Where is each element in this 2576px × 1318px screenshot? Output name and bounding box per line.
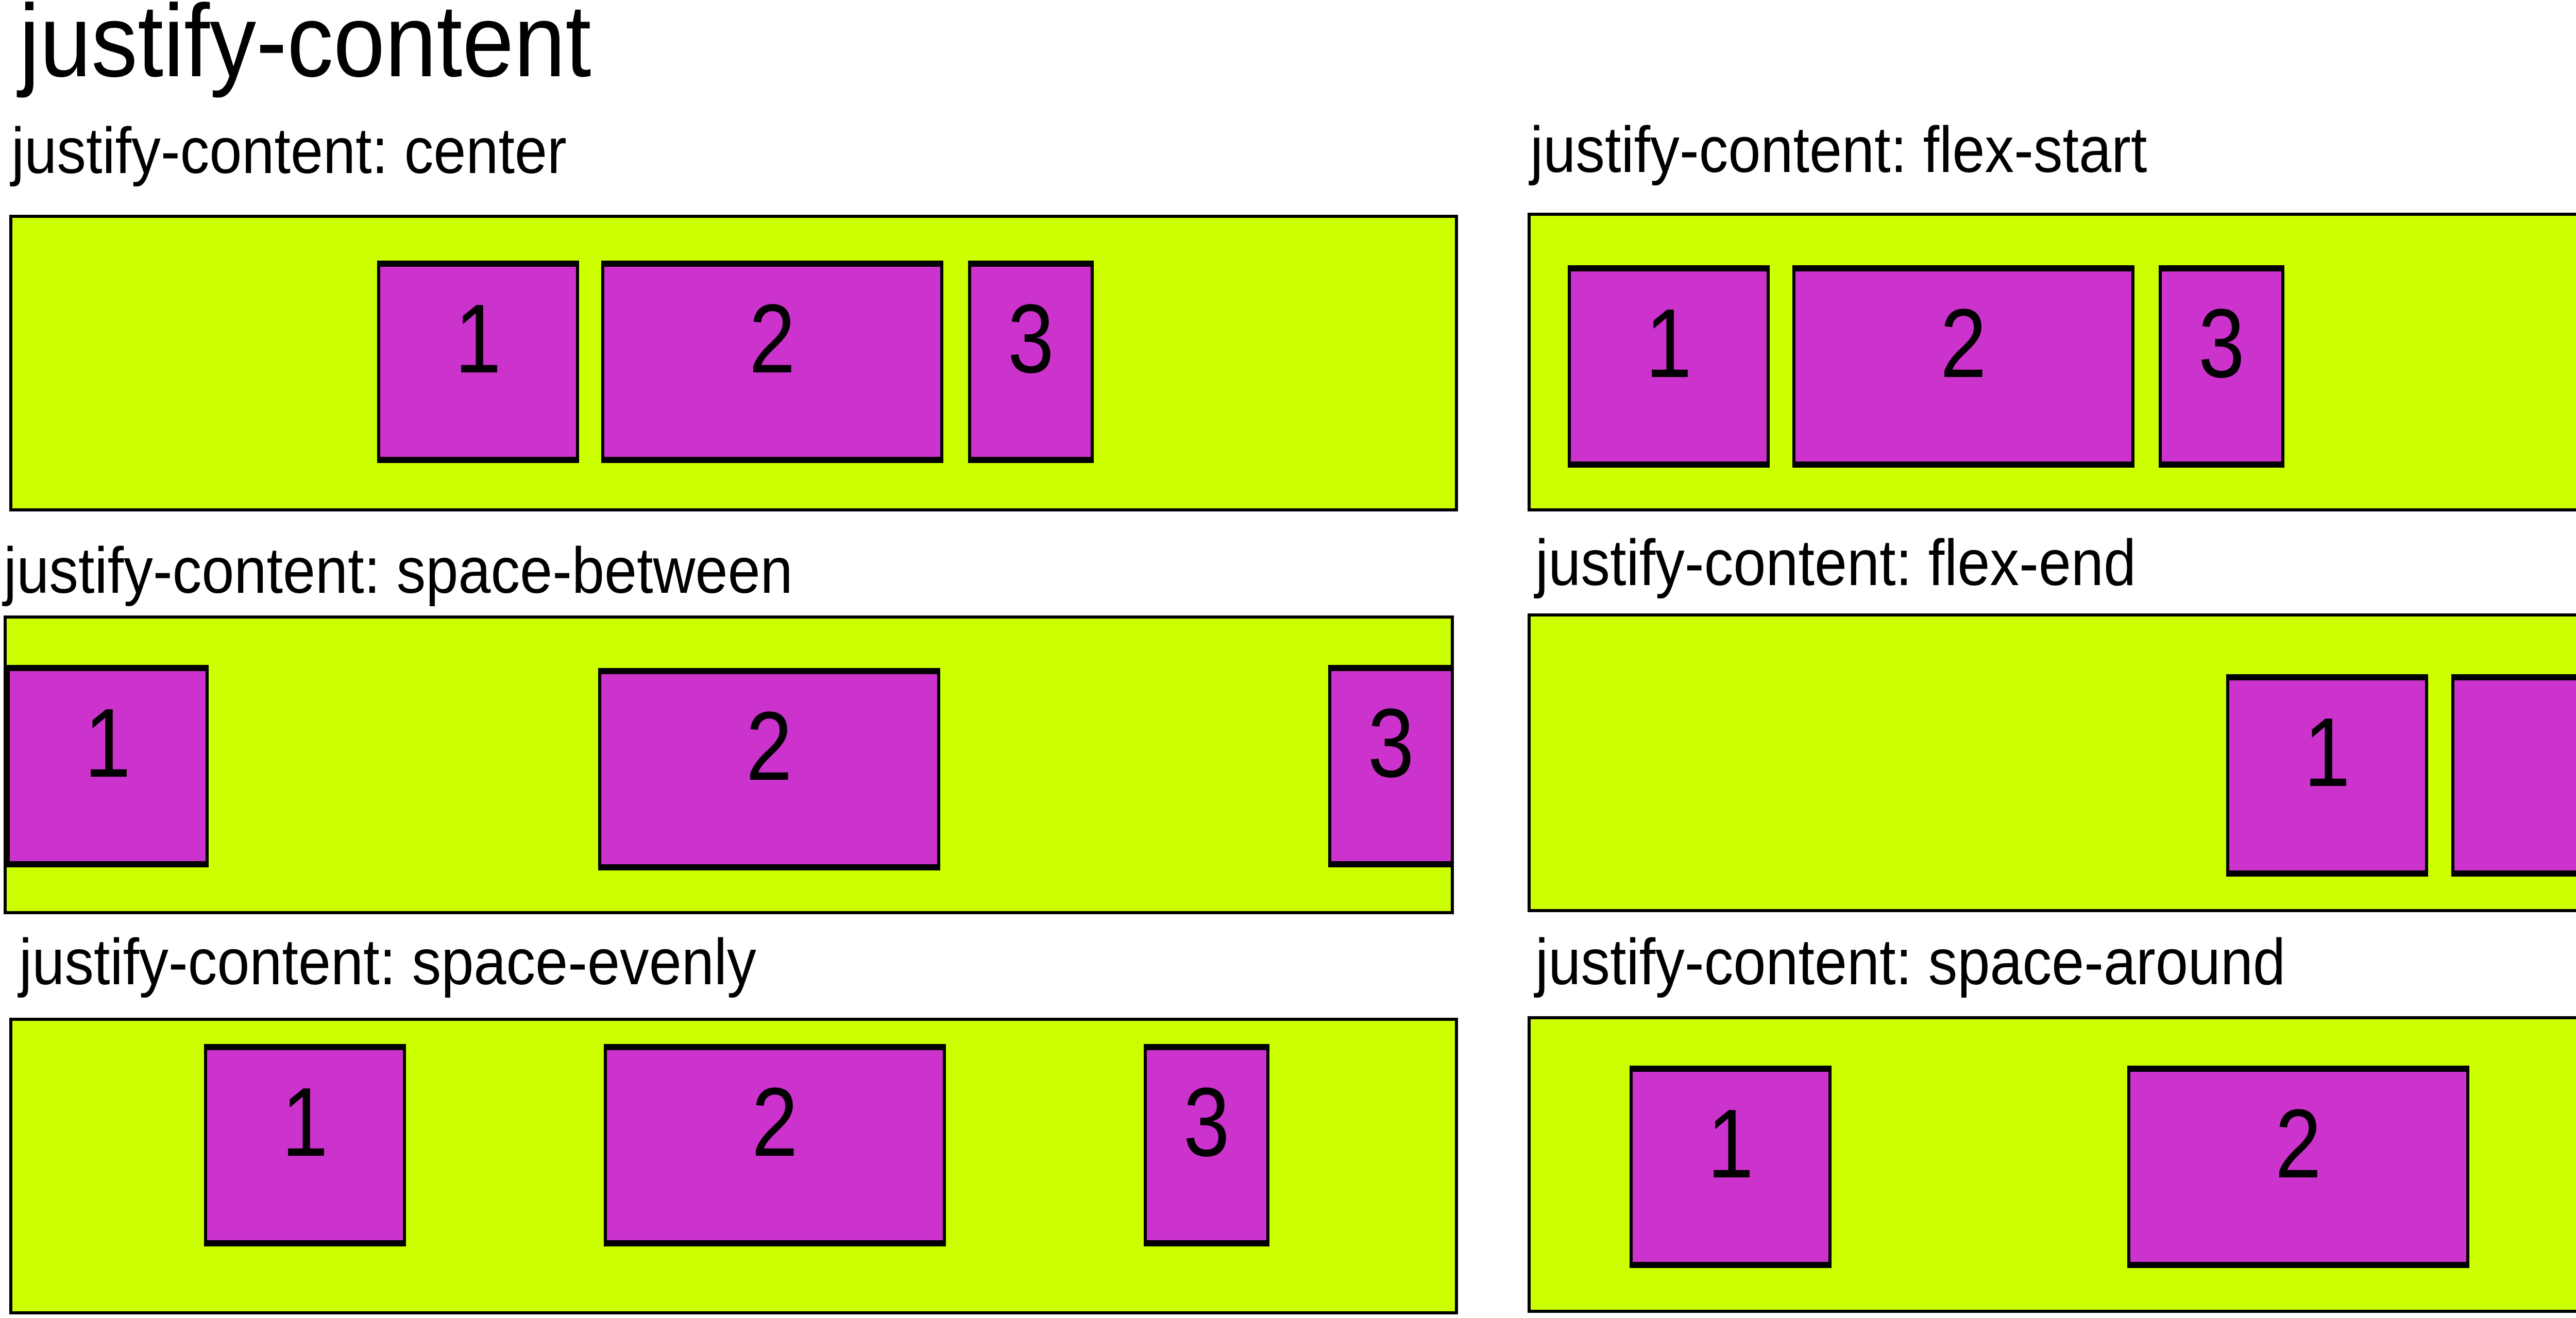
flex-item-2: 2 xyxy=(604,1044,946,1246)
item-number: 2 xyxy=(749,284,795,393)
panel-label-space-around: justify-content: space-around xyxy=(1535,926,2286,998)
item-number: 3 xyxy=(1183,1068,1230,1177)
container-center: 1 2 3 xyxy=(9,215,1458,511)
item-number: 2 xyxy=(752,1068,798,1177)
flex-item-3: 3 xyxy=(1328,665,1454,867)
container-flex-end: 1 2 3 xyxy=(1528,613,2576,912)
panel-label-space-evenly: justify-content: space-evenly xyxy=(19,926,756,998)
panel-label-flex-end: justify-content: flex-end xyxy=(1535,526,2137,599)
flex-item-2: 2 xyxy=(2127,1066,2469,1268)
flex-item-2: 2 xyxy=(1792,265,2134,468)
container-flex-start: 1 2 3 xyxy=(1528,213,2576,511)
item-number: 3 xyxy=(2198,289,2245,398)
item-number: 3 xyxy=(1368,689,1414,798)
flex-item-1: 1 xyxy=(2226,674,2428,877)
container-space-around: 1 2 3 xyxy=(1528,1016,2576,1313)
flex-item-2: 2 xyxy=(601,261,943,463)
flex-item-2: 2 xyxy=(2451,674,2576,877)
item-number: 1 xyxy=(455,284,501,393)
item-number: 1 xyxy=(1707,1089,1754,1199)
flex-item-2: 2 xyxy=(598,668,940,870)
item-number: 2 xyxy=(2275,1089,2321,1199)
item-number: 1 xyxy=(1646,289,1692,398)
container-space-evenly: 1 2 3 xyxy=(9,1018,1458,1314)
flex-item-3: 3 xyxy=(1144,1044,1269,1246)
panel-label-center: justify-content: center xyxy=(11,114,567,187)
item-number: 3 xyxy=(1008,284,1054,393)
flex-item-1: 1 xyxy=(1568,265,1770,468)
container-space-between: 1 2 3 xyxy=(4,615,1454,914)
item-number: 1 xyxy=(84,689,131,798)
flex-item-1: 1 xyxy=(7,665,209,867)
item-number: 1 xyxy=(282,1068,328,1177)
panel-label-space-between: justify-content: space-between xyxy=(4,534,793,607)
flex-item-3: 3 xyxy=(968,261,1094,463)
item-number: 2 xyxy=(1940,289,1987,398)
item-number: 1 xyxy=(2304,698,2350,807)
item-number: 2 xyxy=(746,692,792,801)
page-title: justify-content xyxy=(19,0,591,98)
panel-label-flex-start: justify-content: flex-start xyxy=(1530,113,2147,186)
flex-item-1: 1 xyxy=(1630,1066,1832,1268)
flex-item-3: 3 xyxy=(2159,265,2284,468)
flex-item-1: 1 xyxy=(377,261,579,463)
flex-item-1: 1 xyxy=(204,1044,406,1246)
